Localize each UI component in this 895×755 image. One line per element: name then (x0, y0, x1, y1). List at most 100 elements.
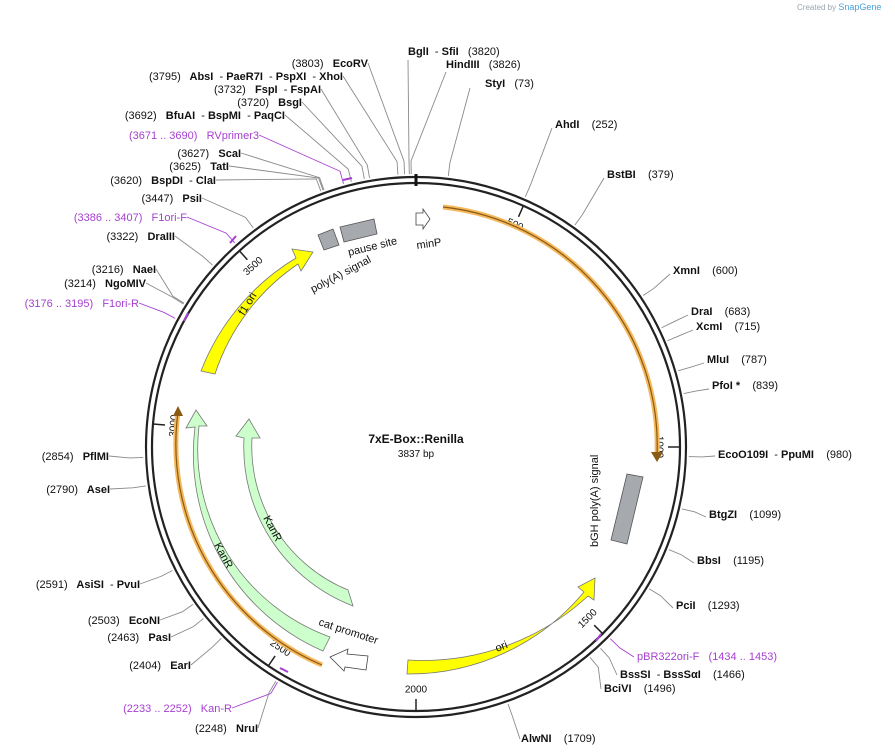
site-label-part: PpuMI (781, 449, 814, 461)
site-label: (3176 .. 3195) F1ori-R (25, 298, 139, 310)
leader-line (667, 329, 694, 342)
minp-arrow (415, 207, 431, 231)
site-label-part: BglI (408, 46, 429, 58)
site-label-part: F1ori-R (93, 298, 139, 310)
leader-line (190, 638, 222, 666)
leader-line (367, 62, 406, 175)
site-label-part: BspMI (208, 110, 241, 122)
site-label-part: - (278, 84, 291, 96)
site-label-part: (3386 .. 3407) (74, 212, 143, 224)
leader-line (342, 75, 399, 175)
site-label-part: (3625) (169, 161, 201, 173)
leader-line (681, 508, 707, 518)
site-label-part: (2591) (36, 579, 68, 591)
site-label-part: (1466) (701, 669, 745, 681)
site-label-part: (3671 .. 3690) (129, 130, 198, 142)
cat-promoter-arrow (329, 648, 369, 672)
plasmid-name: 7xE-Box::Renilla (368, 432, 464, 446)
site-label-part: DraIII (138, 231, 175, 243)
orange-feature-left-core (175, 411, 323, 666)
site-label-part: (3627) (177, 148, 209, 160)
leader-line (683, 388, 710, 394)
site-label-part: - (263, 71, 276, 83)
site-label-part: NruI (227, 723, 258, 735)
site-label: (3732) FspI - FspAI (214, 84, 321, 96)
site-label-part: BfuAI (157, 110, 196, 122)
site-label: EcoO109I - PpuMI (980) (718, 449, 852, 461)
leader-line (668, 549, 695, 564)
label-minp: minP (416, 237, 442, 252)
site-label: HindIII (3826) (446, 59, 521, 71)
site-label-part: RVprimer3 (197, 130, 259, 142)
site-label-part: (1195) (721, 555, 764, 567)
leader-line (201, 197, 254, 229)
leader-line (170, 618, 204, 638)
site-label-part: BspDI (142, 175, 183, 187)
tick-mark (517, 205, 525, 218)
tick-mark (593, 624, 604, 635)
leader-line (524, 127, 553, 198)
leader-line (642, 273, 671, 296)
site-label-part: PasI (139, 632, 171, 644)
site-label-part: (3820) (459, 46, 500, 58)
site-label-part: (2854) (42, 451, 74, 463)
site-label-part: - (429, 46, 442, 58)
leader-line (108, 455, 144, 459)
site-label: (2248) NruI (195, 723, 258, 735)
leader-line (231, 681, 278, 709)
site-label: XcmI (715) (696, 321, 760, 333)
site-label-part: (3447) (141, 193, 173, 205)
bgh-polya-block (610, 473, 644, 545)
site-label-part: XhoI (319, 71, 343, 83)
leader-line (155, 268, 185, 304)
snapgene-brand: SnapGene (838, 2, 882, 12)
kanr-inner-arrow (235, 418, 354, 607)
site-label: (3447) PsiI (141, 193, 202, 205)
site-label-part: (980) (814, 449, 852, 461)
site-label-part: BbsI (697, 555, 721, 567)
leader-line (507, 703, 521, 740)
site-label-part: HindIII (446, 59, 480, 71)
site-label-part: pBR322ori-F (637, 651, 700, 663)
site-label-part: FspAI (290, 84, 321, 96)
site-label-part: (3214) (64, 278, 96, 290)
leader-line (174, 235, 213, 266)
site-label: (2503) EcoNI (88, 615, 160, 627)
leader-line (688, 455, 716, 458)
leader-line (661, 314, 689, 329)
primer-mark-rvprimer3 (342, 177, 353, 181)
site-label-part: EarI (161, 660, 191, 672)
site-label-part: AsiSI (68, 579, 104, 591)
site-label: (3216) NaeI (92, 264, 156, 276)
tick-mark (152, 423, 166, 426)
site-label-part: ScaI (209, 148, 241, 160)
leader-line (678, 362, 705, 372)
site-label: BtgZI (1099) (709, 509, 781, 521)
site-label-part: - (183, 175, 196, 187)
ori-arrow (406, 577, 596, 675)
site-label-part: (2404) (129, 660, 161, 672)
primer-mark-f1ori-f (229, 235, 237, 244)
site-label-part: (787) (729, 354, 767, 366)
site-label-part: (839) (740, 380, 778, 392)
site-label: StyI (73) (485, 78, 534, 90)
site-label-part: Kan-R (192, 703, 232, 715)
label-kanr-outer: KanR (211, 541, 235, 571)
site-label: BglI - SfiI (3820) (408, 46, 500, 58)
site-label: BciVI (1496) (604, 683, 676, 695)
site-label-part: BsgI (269, 97, 302, 109)
leader-line (610, 638, 635, 658)
leader-line (228, 165, 324, 191)
leader-line (258, 134, 344, 184)
site-label: (2790) AseI (46, 484, 110, 496)
site-label-part: - (768, 449, 781, 461)
site-label: (3214) NgoMIV (64, 278, 147, 290)
leader-line (109, 485, 146, 490)
site-label-part: - (213, 71, 226, 83)
site-label-part: F1ori-F (142, 212, 187, 224)
label-ori: ori (494, 639, 510, 655)
site-label-part: XcmI (696, 321, 722, 333)
site-label-part: (715) (722, 321, 760, 333)
site-label-part: AhdI (555, 119, 579, 131)
